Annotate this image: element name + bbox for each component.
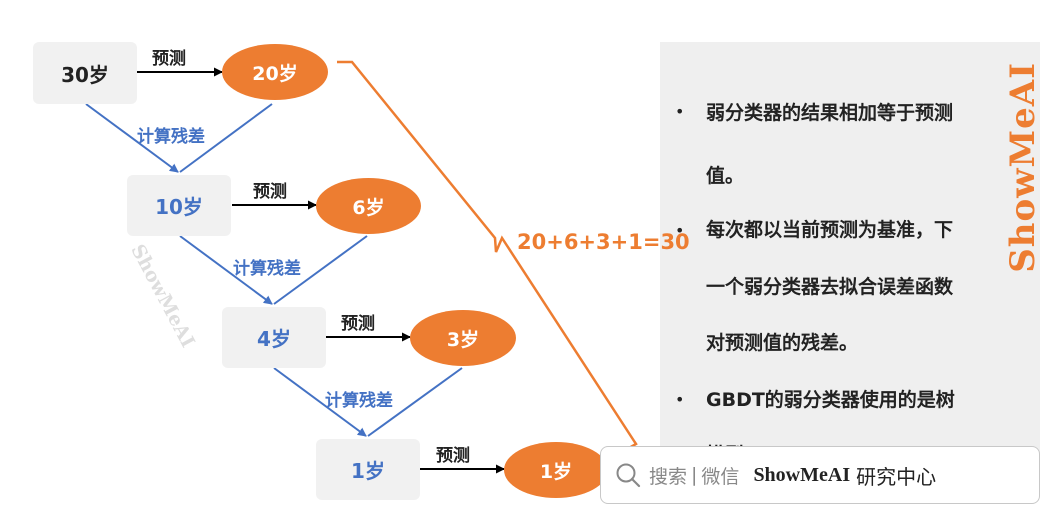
- residual-label-3: 计算残差: [325, 391, 393, 411]
- prediction-ellipse-1: 20岁: [222, 44, 328, 100]
- search-suffix: 研究中心: [856, 464, 937, 489]
- prediction-value-2: 6岁: [352, 196, 385, 219]
- sum-bracket: [337, 60, 638, 454]
- residual-line-1b: [179, 103, 273, 173]
- bullet-marker-3: •: [675, 390, 685, 409]
- residual-line-1a: [85, 103, 179, 173]
- vertical-logo-text: ShowMeAI: [1003, 61, 1042, 273]
- residual-label-2: 计算残差: [233, 259, 301, 279]
- prediction-value-1: 20岁: [252, 62, 298, 85]
- bullet-3-line-1: GBDT的弱分类器使用的是树: [706, 389, 955, 411]
- prediction-ellipse-3: 3岁: [410, 310, 516, 366]
- prediction-ellipse-4: 1岁: [504, 442, 608, 498]
- search-placeholder: 搜索: [649, 465, 688, 488]
- residual-line-2a: [179, 235, 273, 305]
- explanation-panel: [660, 42, 1040, 462]
- residual-line-2b: [273, 235, 368, 305]
- search-channel: 微信: [701, 465, 740, 488]
- sum-equation: 20+6+3+1=30: [517, 230, 690, 254]
- bullet-2-line-2: 一个弱分类器去拟合误差函数: [706, 276, 954, 298]
- bullet-1-line-2: 值。: [706, 165, 745, 187]
- actual-box-3: 4岁: [222, 307, 326, 368]
- bullet-1-line-1: 弱分类器的结果相加等于预测: [706, 102, 954, 124]
- actual-box-2: 10岁: [127, 175, 231, 236]
- actual-value-3: 4岁: [257, 327, 291, 351]
- residual-line-3a: [273, 367, 367, 437]
- actual-value-1: 30岁: [61, 62, 109, 87]
- bullet-marker-1: •: [675, 102, 685, 121]
- search-brand: ShowMeAI: [753, 463, 851, 486]
- predict-label-2: 预测: [253, 182, 287, 202]
- bullet-marker-2: •: [675, 221, 685, 240]
- search-divider: |: [691, 464, 698, 486]
- prediction-ellipse-2: 6岁: [316, 178, 421, 234]
- predict-label-4: 预测: [436, 446, 470, 466]
- actual-box-4: 1岁: [316, 439, 420, 500]
- actual-value-4: 1岁: [351, 459, 385, 483]
- showmeai-vertical-logo: ShowMeAI: [1003, 36, 1042, 298]
- actual-value-2: 10岁: [155, 195, 203, 219]
- bullet-2-line-3: 对预测值的残差。: [706, 332, 859, 354]
- search-icon: [616, 463, 641, 488]
- residual-label-1: 计算残差: [137, 127, 205, 147]
- residual-line-3b: [367, 367, 463, 437]
- predict-label-1: 预测: [152, 49, 186, 69]
- predict-label-3: 预测: [341, 314, 375, 334]
- bullet-2-line-1: 每次都以当前预测为基准，下: [706, 219, 954, 241]
- search-bar[interactable]: 搜索 | 微信 ShowMeAI 研究中心: [600, 446, 1040, 504]
- actual-box-1: 30岁: [33, 42, 137, 104]
- prediction-value-3: 3岁: [446, 328, 480, 351]
- prediction-value-4: 1岁: [539, 460, 573, 483]
